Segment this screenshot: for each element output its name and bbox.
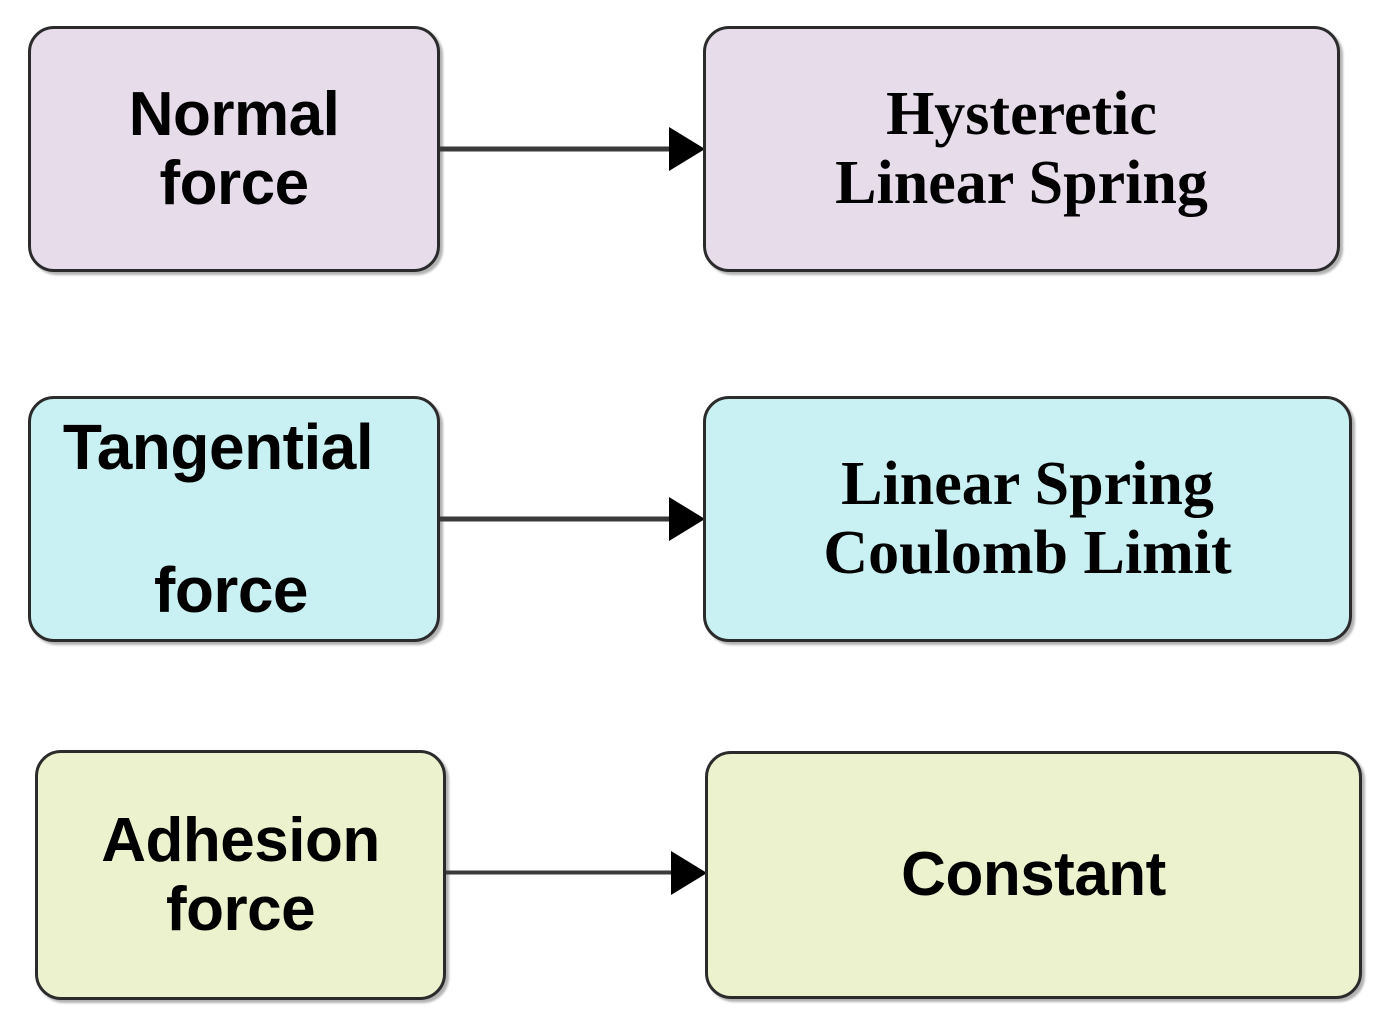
node-constant[interactable]: Constant	[705, 751, 1362, 999]
node-adhesion-force-label: Adhesion force	[101, 805, 380, 944]
node-linear-spring-coulomb-limit[interactable]: Linear Spring Coulomb Limit	[703, 396, 1352, 642]
node-linear-spring-coulomb-limit-label: Linear Spring Coulomb Limit	[823, 449, 1232, 587]
node-constant-label: Constant	[901, 840, 1166, 910]
arrow-right-icon	[671, 851, 707, 895]
node-tangential-force-label-line-2: force	[154, 553, 309, 626]
node-hysteretic-linear-spring-label: Hysteretic Linear Spring	[835, 79, 1208, 217]
connector-line	[440, 516, 672, 522]
node-adhesion-force[interactable]: Adhesion force	[35, 750, 446, 1000]
node-tangential-force-label-line-1: Tangential	[62, 410, 374, 483]
connector-line	[446, 870, 674, 875]
node-tangential-force-label: Tangential force	[63, 340, 374, 698]
node-normal-force-label: Normal force	[128, 79, 340, 218]
node-hysteretic-linear-spring[interactable]: Hysteretic Linear Spring	[703, 26, 1340, 272]
arrow-right-icon	[669, 497, 705, 541]
connector-line	[440, 146, 672, 152]
node-normal-force[interactable]: Normal force	[28, 26, 440, 272]
node-tangential-force[interactable]: Tangential force	[28, 396, 440, 642]
arrow-right-icon	[669, 127, 705, 171]
